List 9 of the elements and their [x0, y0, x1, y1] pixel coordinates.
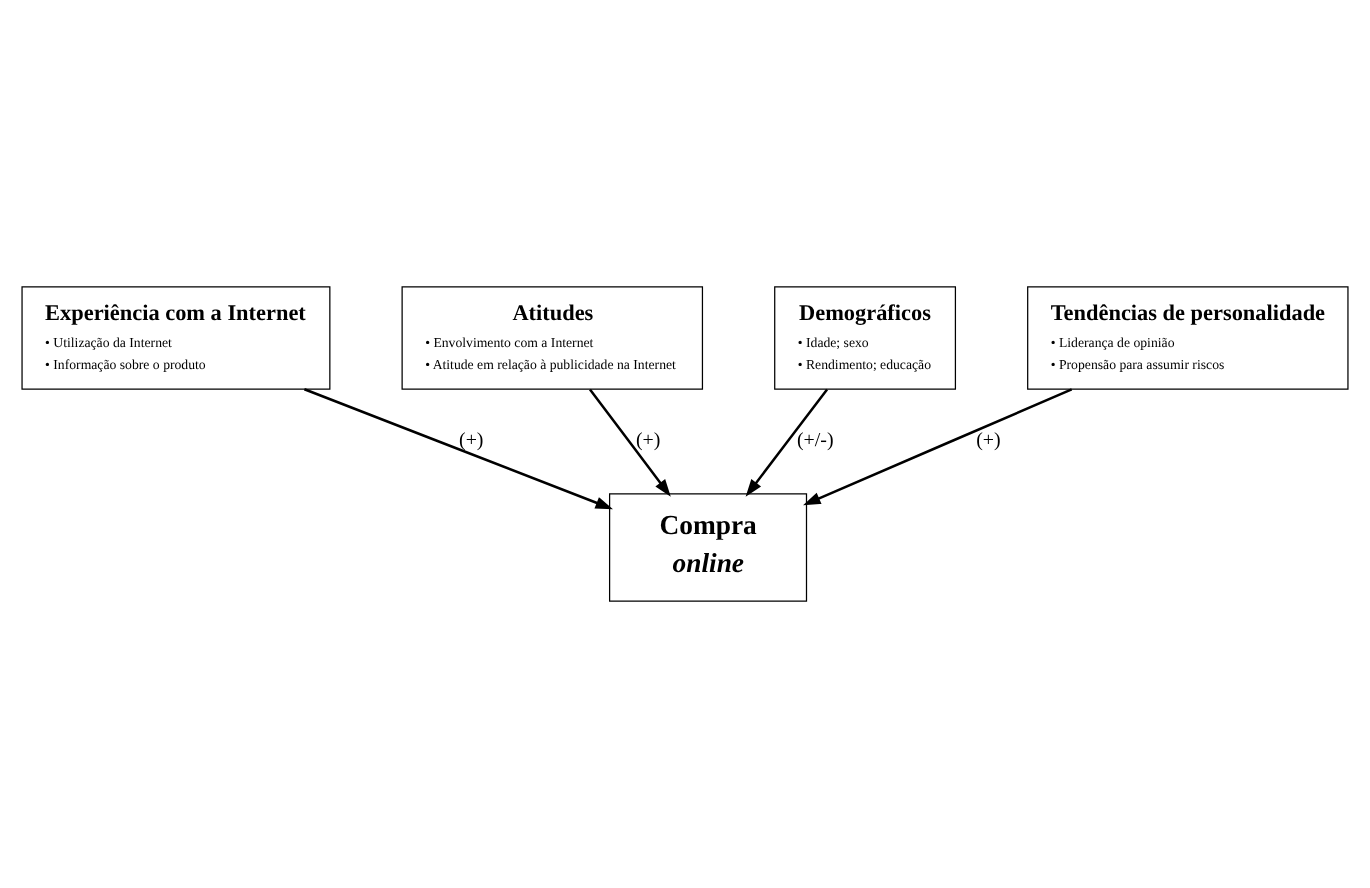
arrow — [589, 388, 671, 497]
edge-label: (+) — [635, 430, 661, 453]
edge-label: (+) — [459, 430, 484, 453]
node-box: Compra online — [609, 493, 808, 602]
arrow — [745, 388, 829, 497]
edge-label: (+) — [976, 430, 1001, 453]
arrow — [303, 388, 613, 510]
edge-label: (+/-) — [796, 430, 834, 453]
arrow — [803, 388, 1073, 506]
